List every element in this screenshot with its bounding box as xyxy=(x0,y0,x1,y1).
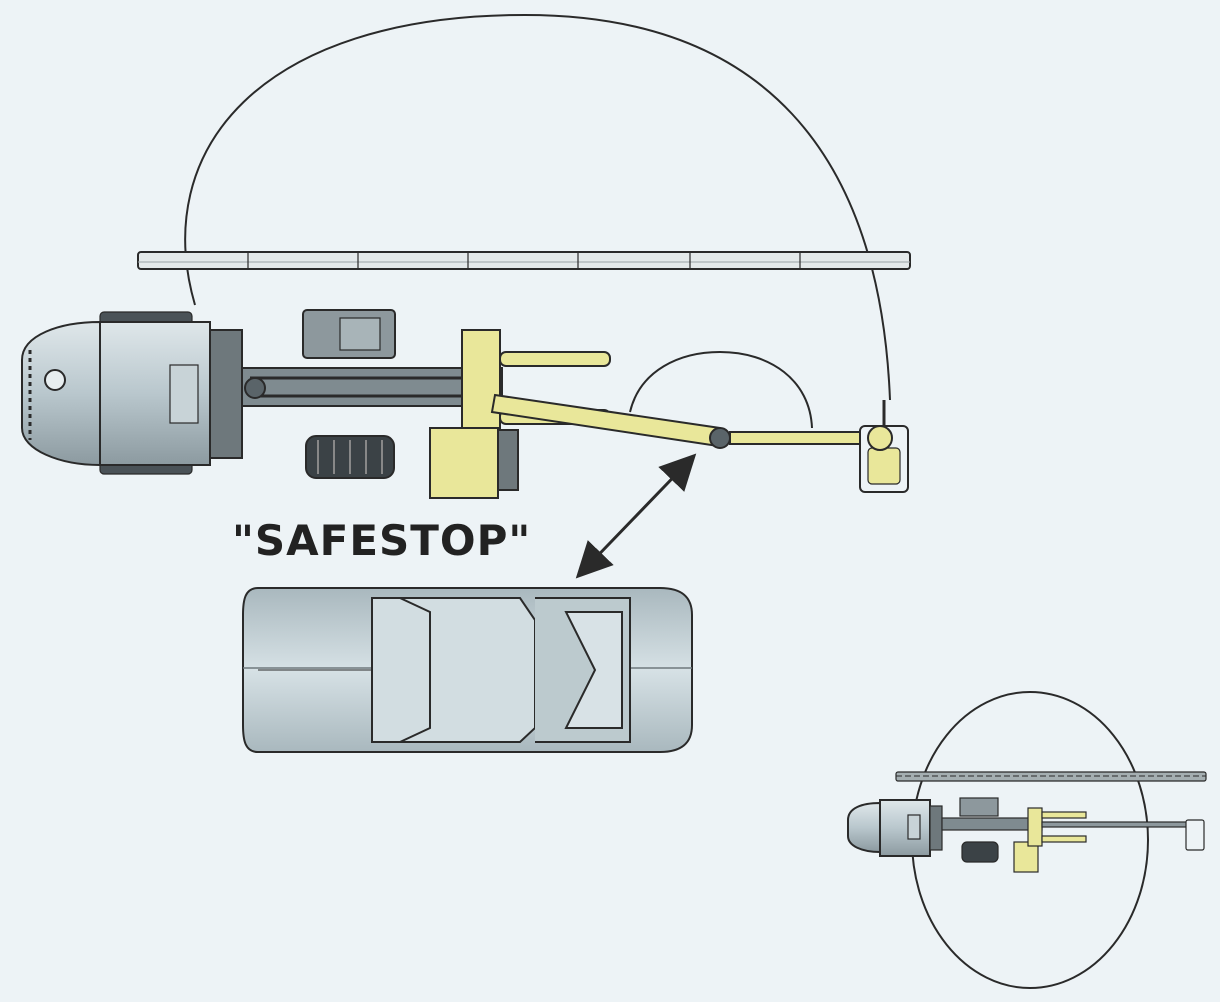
tractor-mower-small-icon xyxy=(847,691,1207,989)
inner-reach-arc xyxy=(629,350,813,429)
hedge-cutter-bar xyxy=(137,251,911,270)
safestop-label: "SAFESTOP" xyxy=(232,516,531,565)
double-arrow-icon xyxy=(575,453,697,579)
tractor-mower-icon xyxy=(21,309,909,499)
car-icon xyxy=(242,587,693,753)
outer-reach-arc xyxy=(184,13,891,401)
